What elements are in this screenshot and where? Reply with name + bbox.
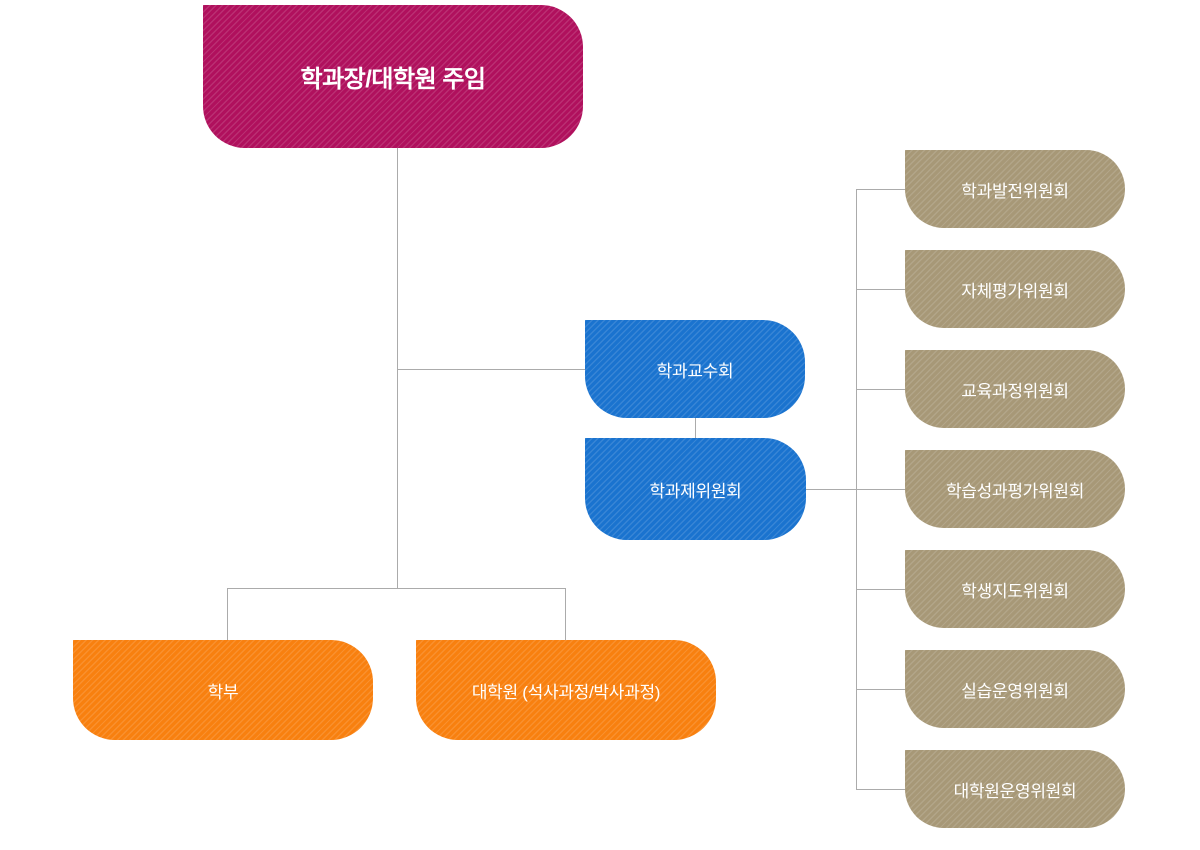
connector-trunk	[397, 148, 398, 588]
connector-committee-spine	[856, 189, 857, 789]
node-committee-curriculum: 교육과정위원회	[905, 350, 1125, 428]
node-graduate-school: 대학원 (석사과정/박사과정)	[416, 640, 716, 740]
node-committee-graduate-operation: 대학원운영위원회	[905, 750, 1125, 828]
node-committee-practice-operation: 실습운영위원회	[905, 650, 1125, 728]
node-label: 학과제위원회	[649, 481, 742, 501]
connector-stub-1	[856, 189, 905, 190]
node-faculty-council: 학과교수회	[585, 320, 805, 418]
node-label: 대학원운영위원회	[953, 781, 1077, 801]
node-label: 학과교수회	[656, 361, 734, 381]
node-committee-student-guidance: 학생지도위원회	[905, 550, 1125, 628]
node-committee-learning-outcomes: 학습성과평가위원회	[905, 450, 1125, 528]
connector-stub-7	[856, 789, 905, 790]
node-label: 실습운영위원회	[961, 681, 1069, 701]
node-label: 학부	[207, 682, 239, 702]
connector-stub-2	[856, 289, 905, 290]
connector-council-link	[695, 418, 696, 438]
node-label: 학생지도위원회	[961, 581, 1069, 601]
connector-stub-3	[856, 389, 905, 390]
connector-stub-6	[856, 689, 905, 690]
node-undergraduate: 학부	[73, 640, 373, 740]
node-label: 대학원 (석사과정/박사과정)	[471, 682, 661, 702]
node-department-committees: 학과제위원회	[585, 438, 806, 540]
node-label: 학습성과평가위원회	[945, 481, 1085, 501]
connector-drop-undergrad	[227, 588, 228, 640]
connector-drop-grad	[565, 588, 566, 640]
node-department-head: 학과장/대학원 주임	[203, 5, 583, 148]
node-label: 학과장/대학원 주임	[300, 66, 486, 93]
node-committee-development: 학과발전위원회	[905, 150, 1125, 228]
connector-program-split	[227, 588, 566, 589]
node-label: 교육과정위원회	[961, 381, 1069, 401]
node-label: 학과발전위원회	[961, 181, 1069, 201]
connector-committee-feed	[806, 489, 905, 490]
connector-branch-faculty-council	[397, 369, 585, 370]
node-committee-self-evaluation: 자체평가위원회	[905, 250, 1125, 328]
connector-stub-5	[856, 589, 905, 590]
node-label: 자체평가위원회	[961, 281, 1069, 301]
